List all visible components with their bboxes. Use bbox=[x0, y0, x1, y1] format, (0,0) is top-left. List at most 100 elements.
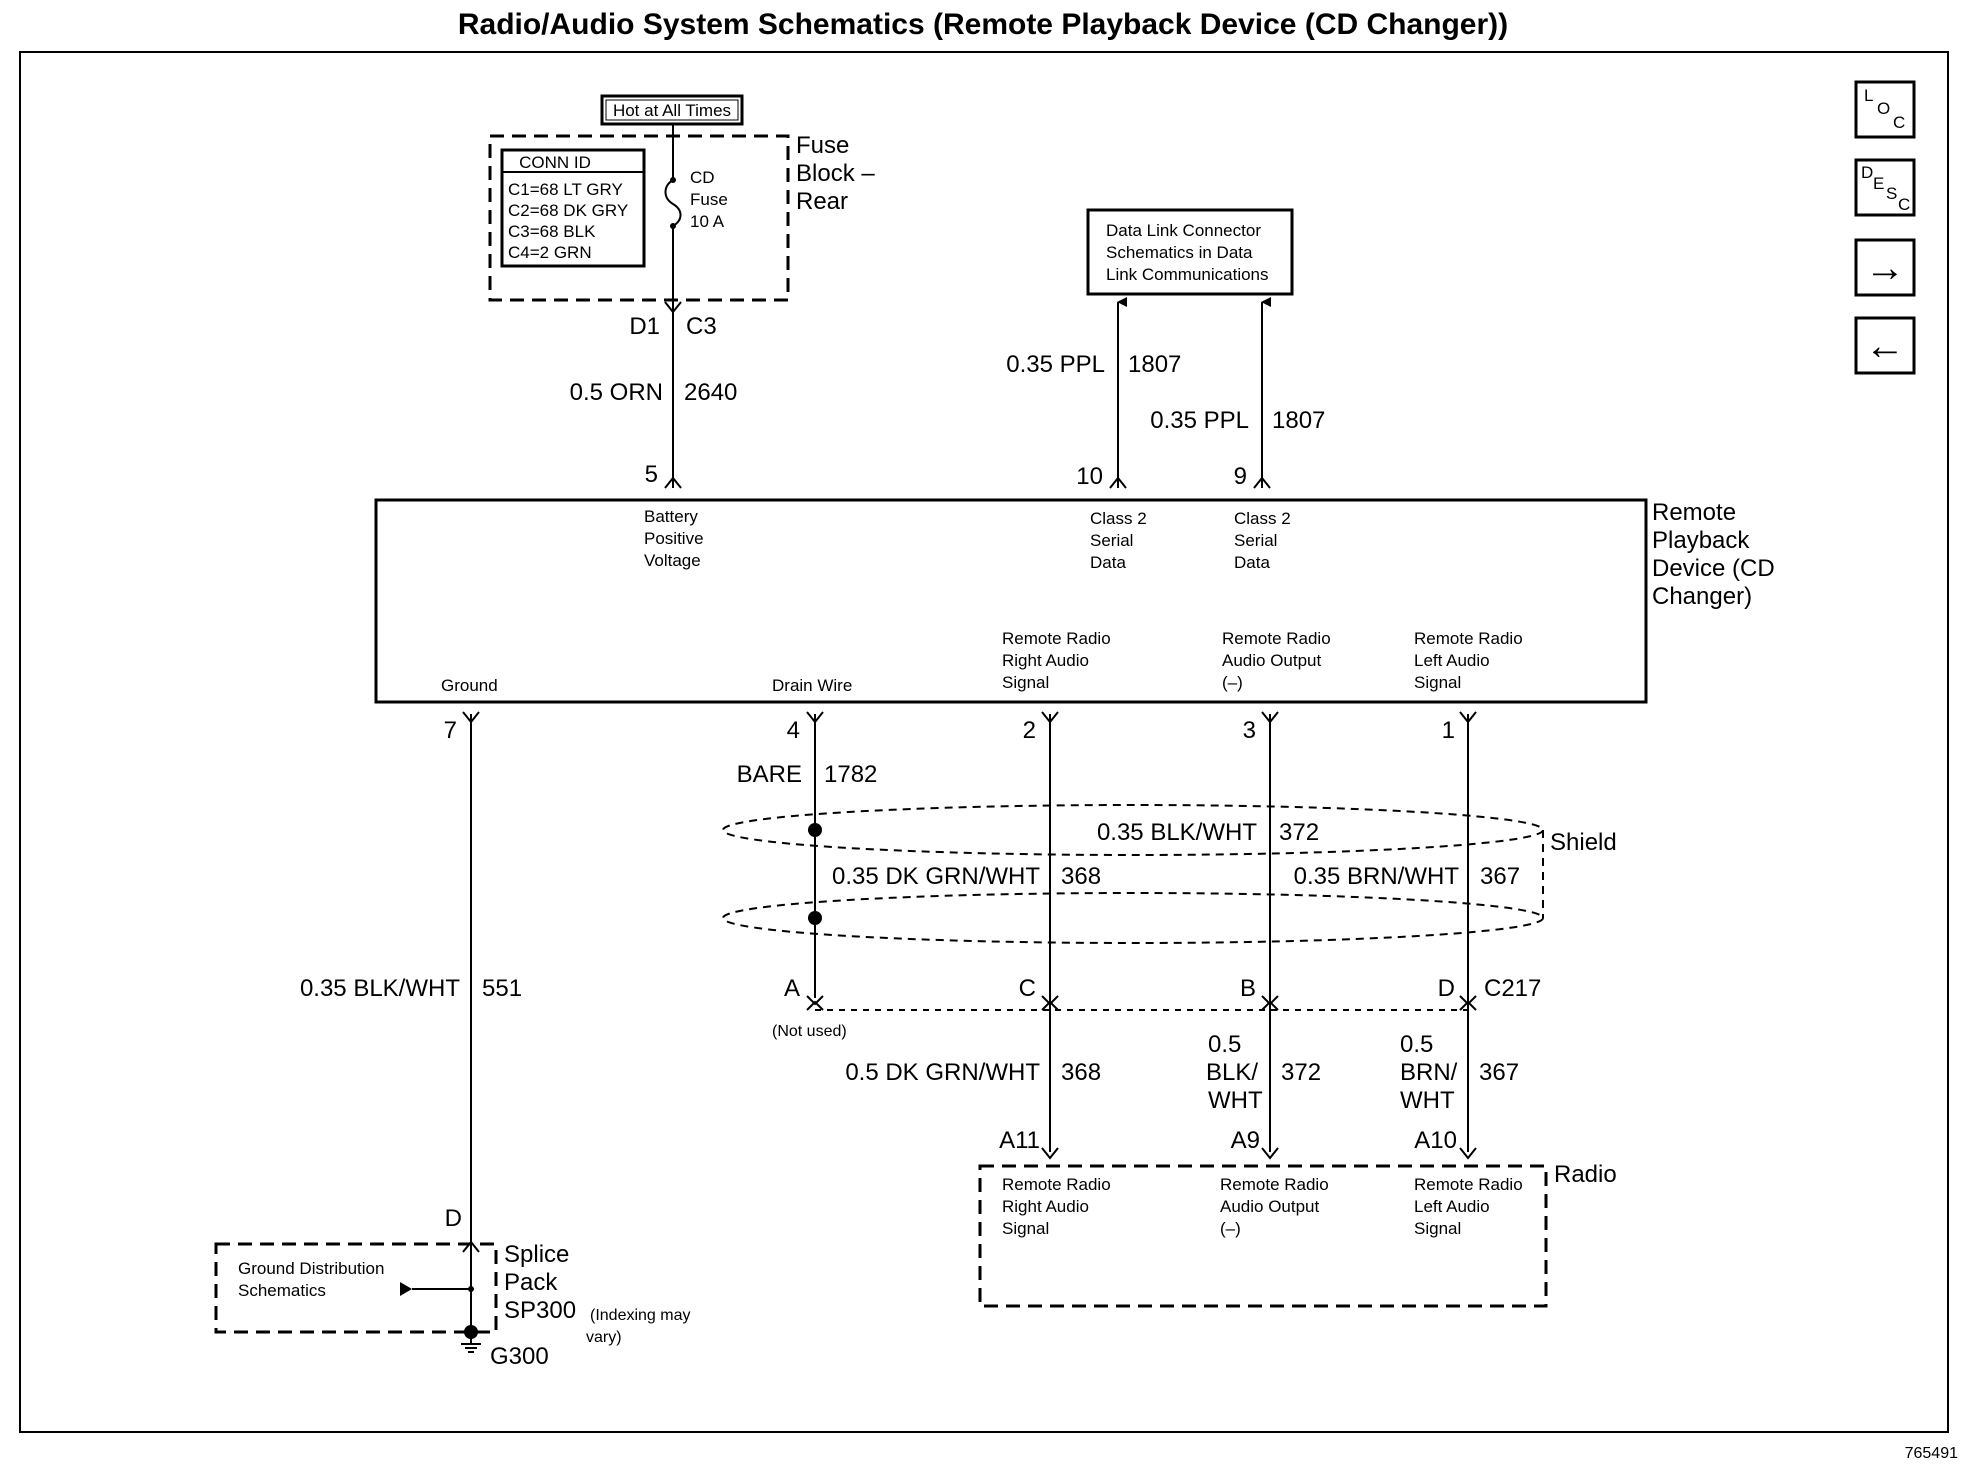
svg-text:Audio Output: Audio Output bbox=[1222, 651, 1322, 670]
svg-text:Battery: Battery bbox=[644, 507, 698, 526]
svg-text:Radio: Radio bbox=[1554, 1161, 1617, 1188]
forward-arrow-icon[interactable]: → bbox=[1854, 238, 1916, 297]
svg-text:WHT: WHT bbox=[1400, 1087, 1455, 1114]
pin-10: 10 bbox=[1076, 463, 1103, 490]
wire-551-circuit: 551 bbox=[482, 975, 522, 1002]
wire-1807b-size: 0.35 PPL bbox=[1150, 407, 1249, 434]
loc-icon[interactable]: L O C bbox=[1854, 80, 1916, 139]
svg-text:B: B bbox=[1240, 975, 1256, 1002]
svg-text:Ground: Ground bbox=[441, 676, 498, 695]
svg-text:Remote Radio: Remote Radio bbox=[1220, 1175, 1329, 1194]
svg-text:C: C bbox=[1019, 975, 1036, 1002]
svg-text:C4=2 GRN: C4=2 GRN bbox=[508, 243, 592, 262]
back-arrow-icon[interactable]: ← bbox=[1854, 316, 1916, 375]
svg-text:(–): (–) bbox=[1220, 1219, 1241, 1238]
svg-text:Class 2: Class 2 bbox=[1234, 509, 1291, 528]
svg-text:←: ← bbox=[1865, 324, 1905, 368]
splice-pack-sp300: Splice Pack SP300 (Indexing may vary) bbox=[214, 1241, 691, 1346]
svg-text:Serial: Serial bbox=[1234, 531, 1277, 550]
svg-text:Left Audio: Left Audio bbox=[1414, 1197, 1490, 1216]
radio-pin-a10: A10 bbox=[1414, 1127, 1457, 1154]
radio-pin-a9: A9 bbox=[1231, 1127, 1260, 1154]
svg-text:Schematics: Schematics bbox=[238, 1281, 326, 1300]
svg-text:Right Audio: Right Audio bbox=[1002, 651, 1089, 670]
svg-text:Signal: Signal bbox=[1002, 1219, 1049, 1238]
fuse-connector-c3: C3 bbox=[686, 313, 717, 340]
fuse-pin-d1: D1 bbox=[629, 313, 660, 340]
svg-text:O: O bbox=[1877, 99, 1890, 118]
svg-text:10 A: 10 A bbox=[690, 212, 725, 231]
svg-text:D: D bbox=[1861, 163, 1873, 182]
diagram-frame bbox=[19, 51, 1949, 1433]
svg-text:C: C bbox=[1893, 113, 1905, 132]
svg-text:Remote Radio: Remote Radio bbox=[1002, 1175, 1111, 1194]
svg-text:Block –: Block – bbox=[796, 160, 875, 187]
wire-368-size: 0.5 DK GRN/WHT bbox=[845, 1059, 1040, 1086]
pin-2: 2 bbox=[1023, 717, 1036, 744]
figure-id: 765491 bbox=[1905, 1445, 1958, 1462]
svg-text:Signal: Signal bbox=[1002, 673, 1049, 692]
ground-distribution-link[interactable]: Ground Distribution Schematics bbox=[238, 1259, 384, 1300]
svg-text:Right Audio: Right Audio bbox=[1002, 1197, 1089, 1216]
svg-text:Rear: Rear bbox=[796, 188, 848, 215]
svg-text:C3=68 BLK: C3=68 BLK bbox=[508, 222, 596, 241]
fuse-block-rear: Hot at All Times Fuse Block – Rear CONN … bbox=[488, 94, 875, 302]
pin-4: 4 bbox=[787, 717, 800, 744]
svg-text:Changer): Changer) bbox=[1652, 583, 1752, 610]
pin-5: 5 bbox=[645, 461, 658, 488]
svg-text:(Indexing may: (Indexing may bbox=[590, 1307, 691, 1324]
splice-pin-d: D bbox=[445, 1205, 462, 1232]
svg-text:Data Link Connector: Data Link Connector bbox=[1106, 221, 1261, 240]
wire-2640-circuit: 2640 bbox=[684, 379, 737, 406]
svg-text:Fuse: Fuse bbox=[796, 132, 849, 159]
svg-text:BLK/: BLK/ bbox=[1206, 1059, 1258, 1086]
svg-text:Class 2: Class 2 bbox=[1090, 509, 1147, 528]
svg-text:A: A bbox=[784, 975, 800, 1002]
svg-text:Schematics in Data: Schematics in Data bbox=[1106, 243, 1253, 262]
svg-text:(Not used): (Not used) bbox=[772, 1023, 847, 1040]
svg-text:Remote Radio: Remote Radio bbox=[1002, 629, 1111, 648]
svg-text:Remote: Remote bbox=[1652, 499, 1736, 526]
pin-7: 7 bbox=[444, 717, 457, 744]
remote-playback-device: Remote Playback Device (CD Changer) Batt… bbox=[374, 498, 1775, 704]
svg-text:D: D bbox=[1438, 975, 1455, 1002]
ground-g300: G300 bbox=[490, 1343, 549, 1370]
data-link-connector-box[interactable]: Data Link Connector Schematics in Data L… bbox=[1086, 208, 1294, 296]
pin-9: 9 bbox=[1234, 463, 1247, 490]
svg-text:Remote Radio: Remote Radio bbox=[1222, 629, 1331, 648]
svg-text:C1=68 LT GRY: C1=68 LT GRY bbox=[508, 180, 623, 199]
wire-372-shield-size: 0.35 BLK/WHT bbox=[1097, 819, 1257, 846]
wire-1807a-size: 0.35 PPL bbox=[1006, 351, 1105, 378]
wire-367-circuit: 367 bbox=[1479, 1059, 1519, 1086]
svg-text:0.5: 0.5 bbox=[1208, 1031, 1241, 1058]
svg-text:Ground Distribution: Ground Distribution bbox=[238, 1259, 384, 1278]
page-title: Radio/Audio System Schematics (Remote Pl… bbox=[457, 8, 1509, 41]
wire-368-shield-size: 0.35 DK GRN/WHT bbox=[832, 863, 1040, 890]
svg-text:Drain Wire: Drain Wire bbox=[772, 676, 852, 695]
svg-text:Signal: Signal bbox=[1414, 1219, 1461, 1238]
svg-text:Splice: Splice bbox=[504, 1241, 569, 1268]
desc-icon[interactable]: D E S C bbox=[1854, 158, 1916, 217]
wire-551-size: 0.35 BLK/WHT bbox=[300, 975, 460, 1002]
svg-text:Data: Data bbox=[1234, 553, 1270, 572]
svg-text:Device (CD: Device (CD bbox=[1652, 555, 1775, 582]
svg-text:vary): vary) bbox=[586, 1329, 622, 1346]
radio-box[interactable]: Radio Remote Radio Right Audio Signal Re… bbox=[978, 1161, 1617, 1308]
svg-text:Signal: Signal bbox=[1414, 673, 1461, 692]
svg-text:BRN/: BRN/ bbox=[1400, 1059, 1458, 1086]
pin-1: 1 bbox=[1442, 717, 1455, 744]
wire-1807a-circuit: 1807 bbox=[1128, 351, 1181, 378]
svg-text:Remote Radio: Remote Radio bbox=[1414, 1175, 1523, 1194]
svg-text:(–): (–) bbox=[1222, 673, 1243, 692]
svg-text:Left Audio: Left Audio bbox=[1414, 651, 1490, 670]
connector-c217: A C B D C217 (Not used) bbox=[772, 975, 1541, 1040]
svg-text:Remote Radio: Remote Radio bbox=[1414, 629, 1523, 648]
svg-text:SP300: SP300 bbox=[504, 1297, 576, 1324]
svg-text:Serial: Serial bbox=[1090, 531, 1133, 550]
pin-3: 3 bbox=[1243, 717, 1256, 744]
svg-text:Pack: Pack bbox=[504, 1269, 558, 1296]
svg-text:WHT: WHT bbox=[1208, 1087, 1263, 1114]
svg-text:C217: C217 bbox=[1484, 975, 1541, 1002]
